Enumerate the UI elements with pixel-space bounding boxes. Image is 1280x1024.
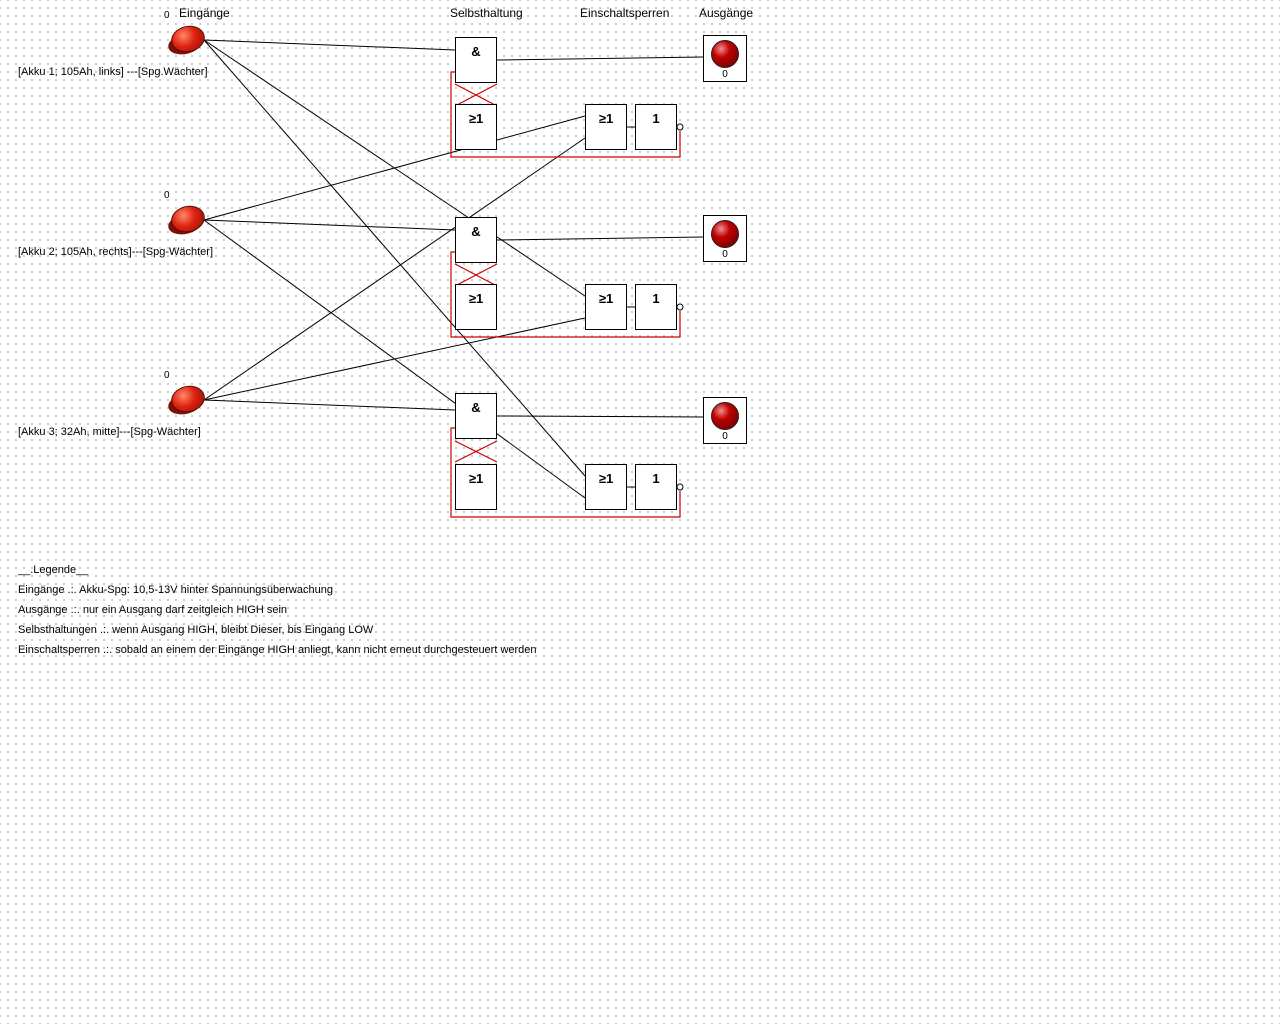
- led-lamp-icon: [711, 40, 739, 68]
- not-gate[interactable]: 1: [635, 104, 677, 150]
- input-button[interactable]: [166, 202, 208, 238]
- not-gate[interactable]: 1: [635, 464, 677, 510]
- or-gate-einschaltsperre[interactable]: ≥1: [585, 464, 627, 510]
- and-gate[interactable]: &: [455, 37, 497, 83]
- output-value: 0: [722, 249, 728, 260]
- not-output-bubble: [676, 303, 684, 311]
- legend-title: __.Legende__: [18, 564, 89, 576]
- wire: [203, 317, 586, 401]
- legend-line-4: Einschaltsperren .:. sobald an einem der…: [18, 644, 537, 656]
- feedback-wire: [454, 263, 498, 287]
- wire: [203, 39, 586, 477]
- wire: [203, 137, 586, 401]
- feedback-wire: [454, 83, 498, 107]
- wire: [496, 56, 704, 61]
- input-label: [Akku 3; 32Ah, mitte]---[Spg-Wächter]: [18, 426, 201, 438]
- legend-line-2: Ausgänge .:. nur ein Ausgang darf zeitgl…: [18, 604, 288, 616]
- feedback-wire: [454, 263, 498, 287]
- not-gate[interactable]: 1: [635, 284, 677, 330]
- not-output-bubble: [676, 123, 684, 131]
- output-value: 0: [722, 69, 728, 80]
- header-selbsthaltung: Selbsthaltung: [450, 6, 523, 20]
- or-gate-einschaltsperre[interactable]: ≥1: [585, 284, 627, 330]
- wire: [496, 236, 704, 241]
- input-label: [Akku 2; 105Ah, rechts]---[Spg-Wächter]: [18, 246, 214, 258]
- header-ausgaenge: Ausgänge: [699, 6, 754, 20]
- legend-line-1: Eingänge .:. Akku-Spg: 10,5-13V hinter S…: [18, 584, 333, 596]
- legend-line-3: Selbsthaltungen .:. wenn Ausgang HIGH, b…: [18, 624, 374, 636]
- wire: [203, 115, 586, 221]
- output-led[interactable]: 0: [703, 397, 747, 444]
- output-value: 0: [722, 431, 728, 442]
- wire: [203, 39, 456, 51]
- input-value: 0: [164, 370, 170, 381]
- or-gate-selbsthaltung[interactable]: ≥1: [455, 284, 497, 330]
- or-gate-einschaltsperre[interactable]: ≥1: [585, 104, 627, 150]
- and-gate[interactable]: &: [455, 217, 497, 263]
- led-lamp-icon: [711, 402, 739, 430]
- input-button[interactable]: [166, 22, 208, 58]
- input-label: [Akku 1; 105Ah, links] ---[Spg.Wächter]: [18, 66, 208, 78]
- input-value: 0: [164, 10, 170, 21]
- output-led[interactable]: 0: [703, 215, 747, 262]
- feedback-wire: [454, 440, 498, 463]
- wire: [496, 415, 704, 418]
- header-eingaenge: Eingänge: [179, 6, 230, 20]
- or-gate-selbsthaltung[interactable]: ≥1: [455, 464, 497, 510]
- or-gate-selbsthaltung[interactable]: ≥1: [455, 104, 497, 150]
- wire: [203, 39, 586, 297]
- input-button[interactable]: [166, 382, 208, 418]
- wire: [203, 219, 586, 499]
- output-led[interactable]: 0: [703, 35, 747, 82]
- input-value: 0: [164, 190, 170, 201]
- not-output-bubble: [676, 483, 684, 491]
- not-output-bubbles: [676, 123, 684, 491]
- feedback-wire: [454, 440, 498, 463]
- wire: [203, 399, 456, 411]
- feedback-wire: [454, 83, 498, 107]
- header-einschaltsperren: Einschaltsperren: [580, 6, 670, 20]
- signal-wires[interactable]: [203, 39, 704, 499]
- led-lamp-icon: [711, 220, 739, 248]
- wire: [203, 219, 456, 231]
- legend: __.Legende__ Eingänge .:. Akku-Spg: 10,5…: [18, 560, 537, 660]
- and-gate[interactable]: &: [455, 393, 497, 439]
